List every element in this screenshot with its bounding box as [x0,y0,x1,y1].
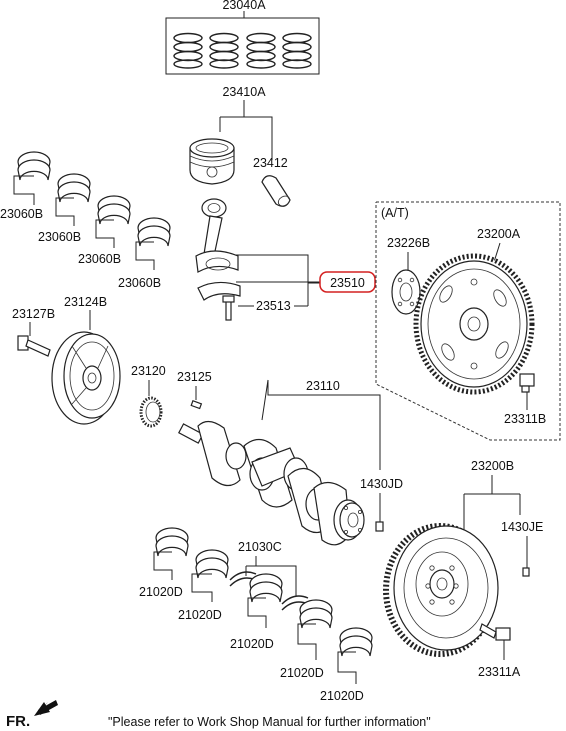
drive-plate-bolt [519,373,535,393]
label-23226b: 23226B [387,236,430,250]
label-23060b-3: 23060B [78,252,121,266]
fr-arrow-icon [34,700,58,716]
label-23060b-2: 23060B [38,230,81,244]
dowel-pin-1 [375,521,384,532]
label-23110: 23110 [306,379,340,393]
connecting-rod [195,198,239,273]
label-21020d-3: 21020D [230,637,274,651]
label-23510[interactable]: 23510 [330,276,365,290]
flywheel-bolt [479,623,511,641]
label-23040a: 23040A [222,0,266,12]
flywheel [383,523,499,657]
label-23311a: 23311A [478,665,521,679]
main-bearing-4 [299,599,333,629]
pulley-bolt [17,335,51,357]
label-1430jd: 1430JD [360,477,403,491]
label-23513: 23513 [256,299,291,313]
main-bearing-2 [195,549,229,579]
main-bearing-1 [155,527,189,557]
footer-note: "Please refer to Work Shop Manual for fu… [108,715,431,729]
label-21020d-5: 21020D [320,689,364,703]
drive-plate [413,253,535,395]
damper-pulley [51,331,121,425]
piston-pin [261,175,291,207]
label-23127b: 23127B [12,307,55,321]
sprocket [139,396,163,428]
label-23125: 23125 [177,370,212,384]
label-23060b-4: 23060B [118,276,161,290]
label-23120: 23120 [131,364,166,378]
label-23060b-1: 23060B [0,207,43,221]
label-at: (A/T) [381,206,409,220]
label-1430je: 1430JE [501,520,543,534]
piston [189,138,235,185]
conrod-cap [197,281,241,301]
conrod-bearing-2 [57,173,91,203]
label-21020d-1: 21020D [139,585,183,599]
label-21030c: 21030C [238,540,282,554]
label-23200a: 23200A [477,227,521,241]
piston-ring-set [165,11,320,75]
at-group-box [375,201,561,441]
label-21020d-2: 21020D [178,608,222,622]
dowel-pin-2 [522,567,530,577]
main-bearing-3 [249,573,283,603]
conrod-bearing-1 [17,151,51,181]
label-23412: 23412 [253,156,288,170]
adapter-plate [391,269,421,315]
label-23124b: 23124B [64,295,107,309]
highlight-box-23510 [319,271,376,293]
main-bearing-5 [339,627,373,657]
label-23410a: 23410A [222,85,266,99]
conrod-bearing-3 [97,195,131,225]
label-23200b: 23200B [471,459,514,473]
label-21020d-4: 21020D [280,666,324,680]
label-23311b: 23311B [504,412,546,426]
conrod-bolt [222,295,235,321]
fr-label: FR. [6,713,30,730]
key [190,399,203,410]
conrod-bearing-4 [137,217,171,247]
crankshaft [178,420,365,546]
